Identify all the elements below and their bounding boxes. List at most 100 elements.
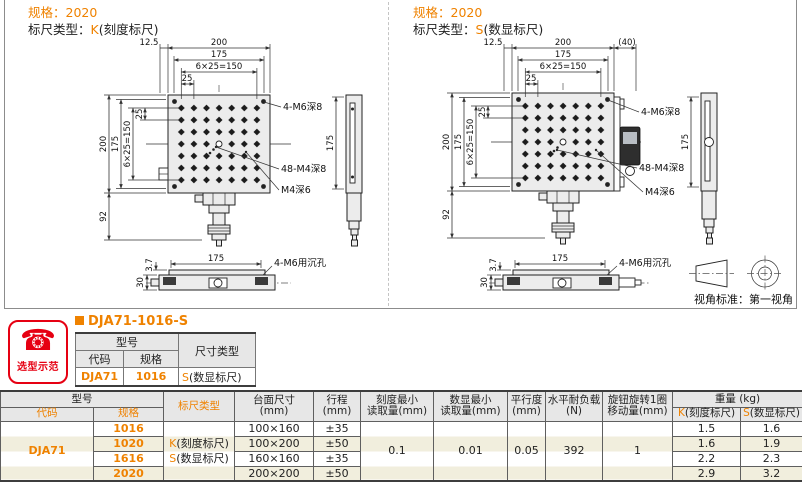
dim-top-200: 200 <box>211 38 227 48</box>
hole-callouts: 4-M6深8 48-M4深8 M4深6 <box>214 101 326 196</box>
cell-surface: 200×200 <box>234 465 314 482</box>
dim-top-25: 25 <box>526 74 537 84</box>
col-header-spec: 规格 <box>93 406 164 422</box>
spec-label: 规格： <box>413 5 451 20</box>
drawings-section: 规格：2020 标尺类型：K(刻度标尺) <box>4 0 797 309</box>
dim-left-25: 25 <box>478 107 488 118</box>
dim-side-175: 175 <box>681 134 691 150</box>
col-header-model: 型号 <box>0 390 164 408</box>
projection-angle-symbol: 视角标准：第一视角 <box>689 255 793 305</box>
scale-type-label: 标尺类型： <box>28 22 91 37</box>
dim-bottom-175: 175 <box>552 254 568 264</box>
sel-spec-header: 规格 <box>123 350 179 368</box>
col-header-digital-min: 数显最小读取量(mm) <box>433 390 508 422</box>
sel-code-value: DJA71 <box>75 367 124 387</box>
dim-offset: 12.5 <box>484 38 503 48</box>
cell-scale-type: K(刻度标尺) S(数显标尺) <box>163 420 235 482</box>
table-row: 2020 200×200 ±50 2.9 3.2 <box>1 465 802 482</box>
cell-scale-min: 0.1 <box>360 420 434 482</box>
hole-callouts: 4-M6深8 48-M4深8 M4深6 <box>555 99 684 198</box>
scale-type-rest: (数显标尺) <box>483 22 544 37</box>
cell-travel: ±35 <box>313 450 361 467</box>
selection-example: DJA71-1016-S 型号 尺寸类型 代码 规格 DJA71 1016 S(… <box>75 314 256 387</box>
scale-type-label: 标尺类型： <box>413 22 476 37</box>
cell-load: 392 <box>545 420 603 482</box>
grid-holes-label: 48-M4深8 <box>281 164 326 175</box>
selection-part-number: DJA71-1016-S <box>88 314 189 329</box>
cell-weight-k: 1.5 <box>672 420 741 437</box>
dim-offset: 12.5 <box>140 38 159 48</box>
left-dimensions: 200 175 6×25=150 25 92 <box>442 92 545 239</box>
cell-spec: 1016 <box>93 420 164 437</box>
sel-code-header: 代码 <box>75 350 124 368</box>
col-header-scale-type: 标尺类型 <box>163 390 235 422</box>
scale-type-key: K <box>90 22 99 37</box>
cell-spec: 2020 <box>93 465 164 482</box>
cell-weight-k: 2.9 <box>672 465 741 482</box>
bottom-view: 175 3.7 30 4-M6用沉孔 <box>136 254 327 291</box>
spec-line: 规格：2020 <box>28 4 158 21</box>
top-view-plate <box>146 85 291 205</box>
top-dimensions: 12.5 200 (40) 175 6×25=150 25 <box>484 38 637 97</box>
cell-spec: 1616 <box>93 450 164 467</box>
cell-weight-s: 1.6 <box>740 420 802 437</box>
dim-top-150: 6×25=150 <box>540 62 587 72</box>
col-header-surface: 台面尺寸(mm) <box>234 390 314 422</box>
side-view: 175 <box>681 92 718 245</box>
col-header-parallelism: 平行度(mm) <box>507 390 546 422</box>
selection-example-badge: ☎ 选型示范 <box>8 320 68 384</box>
cell-spec: 1020 <box>93 435 164 452</box>
dim-left-200: 200 <box>99 136 109 152</box>
col-header-scale-min: 刻度最小读取量(mm) <box>360 390 434 422</box>
dim-top-25: 25 <box>182 74 193 84</box>
dim-left-175: 175 <box>111 136 121 152</box>
bottom-view: 175 3.7 30 4-M6用沉孔 <box>480 254 672 291</box>
panel-s-header: 规格：2020 标尺类型：S(数显标尺) <box>413 4 543 38</box>
sel-type-header: 尺寸类型 <box>178 332 256 368</box>
table-row: DJA71 1016 K(刻度标尺) S(数显标尺) 100×160 ±35 0… <box>0 420 802 482</box>
panel-k-header: 规格：2020 标尺类型：K(刻度标尺) <box>28 4 158 38</box>
dim-base-30: 30 <box>136 277 146 288</box>
col-header-code: 代码 <box>0 406 94 422</box>
dim-lip-3-7: 3.7 <box>489 258 499 272</box>
scale-type-line: 标尺类型：K(刻度标尺) <box>28 21 158 38</box>
drawing-panel-s: 规格：2020 标尺类型：S(数显标尺) <box>391 0 795 306</box>
cell-travel: ±50 <box>313 435 361 452</box>
dim-left-200: 200 <box>442 134 452 150</box>
center-hole-label: M4深6 <box>645 187 675 198</box>
dim-ext-40: (40) <box>618 38 635 48</box>
cell-surface: 100×200 <box>234 435 314 452</box>
col-header-load: 水平耐负载(N) <box>545 390 603 422</box>
corner-holes-label: 4-M6深8 <box>641 107 680 118</box>
spec-value: 2020 <box>450 5 483 20</box>
dim-left-175: 175 <box>454 134 464 150</box>
digital-readout-unit <box>613 96 641 192</box>
dim-base-30: 30 <box>480 277 490 288</box>
grid-holes-label: 48-M4深8 <box>639 163 684 174</box>
top-view-plate <box>491 83 641 203</box>
center-hole-label: M4深6 <box>281 185 311 196</box>
spec-table: 型号 标尺类型 台面尺寸(mm) 行程(mm) 刻度最小读取量(mm) 数显最小… <box>0 390 802 482</box>
cell-code: DJA71 <box>0 420 94 482</box>
dim-top-200: 200 <box>555 38 571 48</box>
dim-top-175: 175 <box>555 50 571 60</box>
side-view: 175 <box>326 94 363 247</box>
dim-lip-3-7: 3.7 <box>145 258 155 272</box>
scale-type-key: S <box>475 22 484 37</box>
adjustment-knob-front <box>194 192 236 247</box>
cell-weight-s: 1.9 <box>740 435 802 452</box>
table-row: 1020 100×200 ±50 1.6 1.9 <box>1 435 802 452</box>
cell-parallelism: 0.05 <box>507 420 546 482</box>
counterbore-label: 4-M6用沉孔 <box>619 258 672 269</box>
sel-spec-value: 1016 <box>123 367 179 387</box>
dim-bottom-175: 175 <box>208 254 224 264</box>
table-row: 1616 160×160 ±35 2.2 2.3 <box>1 450 802 467</box>
col-header-weight: 重量 (kg) <box>672 390 802 408</box>
col-header-travel: 行程(mm) <box>313 390 361 422</box>
spec-value: 2020 <box>65 5 98 20</box>
dim-left-150: 6×25=150 <box>466 119 476 166</box>
dim-left-25: 25 <box>135 109 145 120</box>
orange-square-bullet <box>75 316 84 325</box>
adjustment-knob-front <box>538 190 580 245</box>
